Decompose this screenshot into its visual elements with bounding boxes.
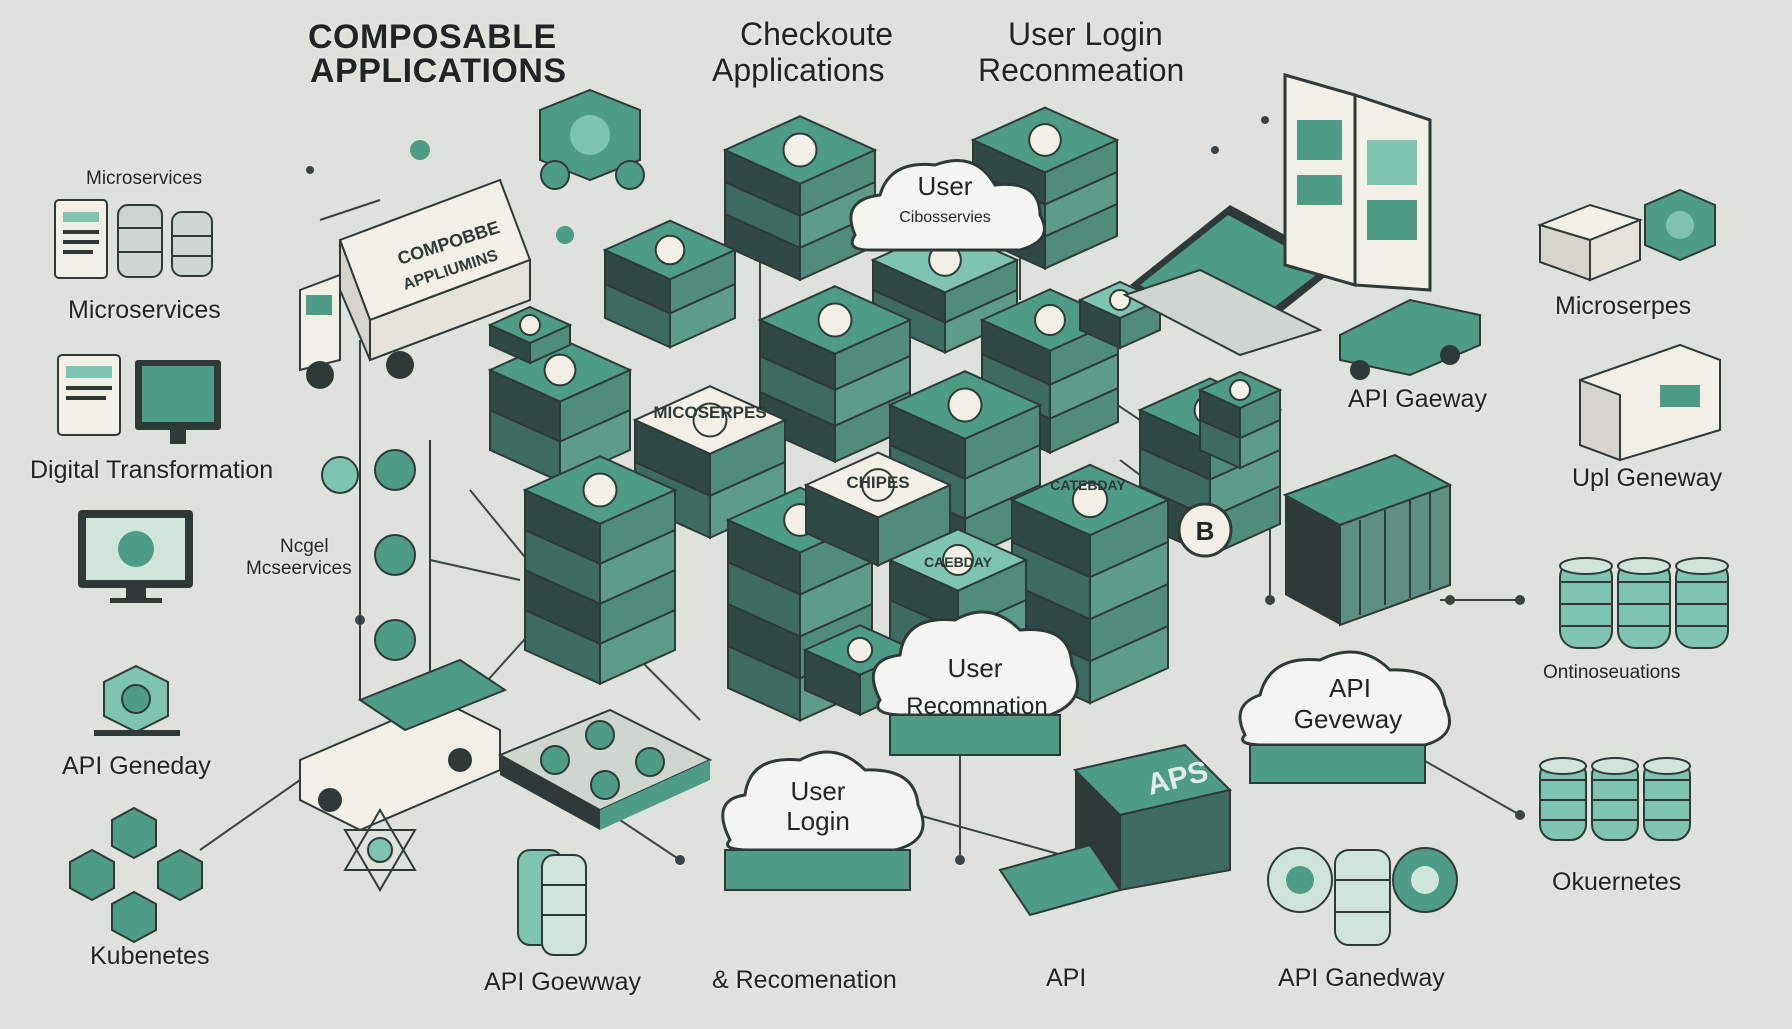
cube-small-top-emblem xyxy=(1109,289,1131,311)
cloud-mid-line1: User xyxy=(948,653,1003,683)
title-line-2: APPLICATIONS xyxy=(310,52,567,90)
label-microserpes: Microserpes xyxy=(1555,292,1692,320)
b-badge: B xyxy=(1177,502,1233,558)
b-badge-label: B xyxy=(1196,516,1215,546)
right-sidebar-icons xyxy=(1339,188,1721,462)
label-api-gateway-left: API Geneday xyxy=(62,752,211,780)
cube-stack-top-left-emblem xyxy=(782,132,818,168)
db-right-2-top xyxy=(1617,557,1671,575)
delivery-truck: COMPOBBE APPLIUMINS xyxy=(299,178,532,389)
cube-stack-heart-2-emblem xyxy=(947,387,983,423)
header-right-line-2: Reconmeation xyxy=(978,52,1185,88)
cloud-top-line2: Cibosservies xyxy=(899,209,991,226)
label-upi-geneway: Upl Geneway xyxy=(1572,464,1723,492)
cube-stack-left-tall-emblem xyxy=(582,472,618,508)
cloud-bottom-line1: User xyxy=(791,776,846,806)
cube-stack-center-right-emblem xyxy=(1034,304,1066,336)
label-ontinoseuations: Ontinoseuations xyxy=(1543,662,1681,683)
db-right-5-top xyxy=(1591,757,1639,775)
cube-stack-cateday-2-emblem xyxy=(942,544,974,576)
ladder-network xyxy=(321,440,431,700)
label-okuernetes: Okuernetes xyxy=(1552,868,1682,896)
cube-label-cateday: CATEBDAY xyxy=(1050,477,1126,493)
label-api-ganedway: API Ganedway xyxy=(1278,964,1445,992)
cube-stack-mid-left-emblem xyxy=(543,353,577,387)
title-line-1: COMPOSABLE xyxy=(308,18,557,56)
label-mcseervices: Mcseervices xyxy=(246,558,352,579)
cloud-right: API Geveway xyxy=(1238,650,1451,784)
label-recomenation: & Recomenation xyxy=(712,966,897,994)
server-rack xyxy=(1282,453,1453,627)
db-right-3-top xyxy=(1675,557,1729,575)
cloud-mid: User Recomnation xyxy=(871,610,1080,756)
cube-stack-small-emblem xyxy=(846,636,874,664)
cube-label-micro: MICOSERPES xyxy=(653,403,766,422)
label-api-goewway: API Goewway xyxy=(484,968,642,996)
label-microservices-small: Microservices xyxy=(86,168,203,189)
label-api-gaeway: API Gaeway xyxy=(1348,385,1487,413)
cloud-bottom-line2: Login xyxy=(786,806,850,836)
header-right-line-1: User Login xyxy=(1008,16,1163,52)
label-kubernetes: Kubenetes xyxy=(90,942,210,970)
shield-hex-icon xyxy=(410,88,645,244)
cube-stack-chipes-emblem xyxy=(861,468,895,502)
header-mid-line-1: Checkoute xyxy=(740,16,893,52)
cube-stacks: MICOSERPES CHIPES CATEBDAY CAEBDAY xyxy=(487,106,1283,722)
cube-stack-micro-emblem xyxy=(692,402,728,438)
label-ncgel: Ncgel xyxy=(280,536,329,557)
kubernetes-hex-icons xyxy=(69,806,203,944)
db-right-1-top xyxy=(1559,557,1613,575)
left-sidebar-icons xyxy=(54,199,221,944)
header-mid-line-2: Applications xyxy=(712,52,885,88)
cloud-right-line1: API xyxy=(1329,673,1371,703)
cube-label-chipes: CHIPES xyxy=(846,473,909,492)
label-api: API xyxy=(1046,964,1087,992)
cloud-right-line2: Geveway xyxy=(1294,704,1402,734)
cloud-top-line1: User xyxy=(918,171,973,201)
network-star-icon xyxy=(343,808,417,892)
cube-small-left-emblem xyxy=(519,314,541,336)
bottom-databases xyxy=(517,847,1458,956)
cloud-mid-line2: Recomnation xyxy=(906,693,1047,720)
cube-stack-heart-emblem xyxy=(654,234,686,266)
tile-board xyxy=(497,708,713,830)
cloud-bottom: User Login xyxy=(721,750,925,891)
cube-stack-center-emblem xyxy=(817,302,853,338)
open-book xyxy=(1283,73,1432,292)
cube-small-right-emblem xyxy=(1229,379,1251,401)
label-digital-transformation: Digital Transformation xyxy=(30,456,274,484)
cube-stack-top-right-emblem xyxy=(1028,123,1062,157)
aps-server: APS xyxy=(998,743,1232,917)
label-microservices: Microservices xyxy=(68,296,221,324)
cloud-top: User Cibosservies xyxy=(849,159,1046,252)
pickup-car xyxy=(299,658,508,832)
db-right-4-top xyxy=(1539,757,1587,775)
db-right-6-top xyxy=(1643,757,1691,775)
cube-label-cateday2: CAEBDAY xyxy=(924,554,993,570)
cube-stack-cateday-emblem xyxy=(1071,481,1109,519)
database-cylinders xyxy=(1539,557,1729,841)
